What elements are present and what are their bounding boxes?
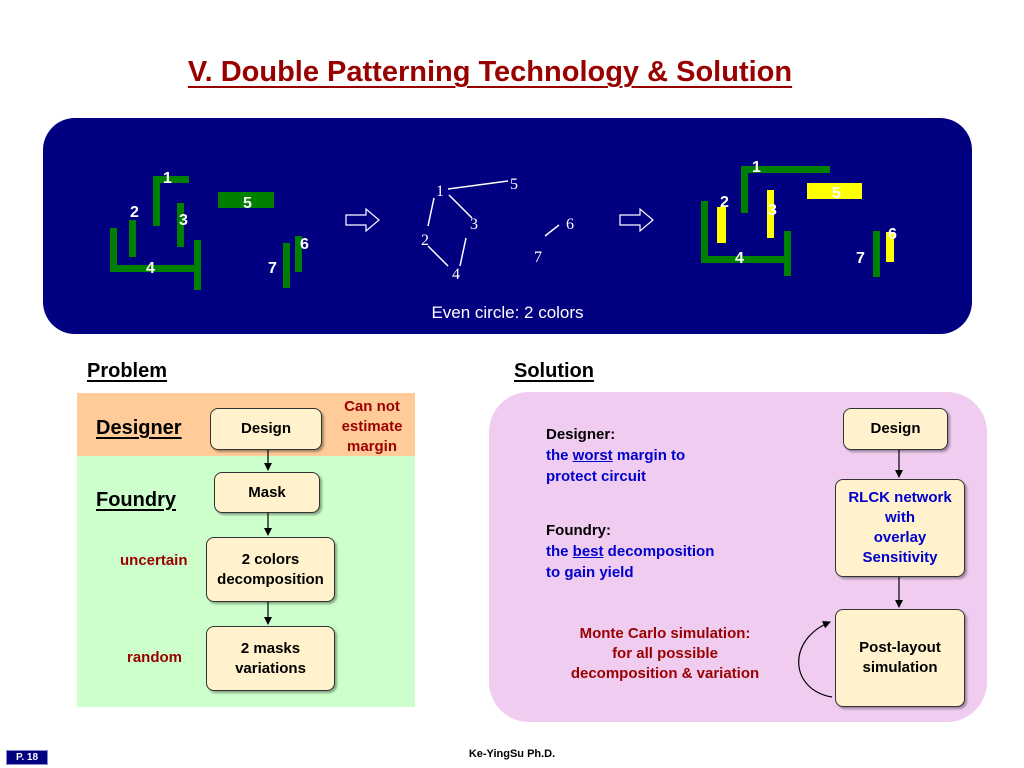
- label-4: 4: [735, 250, 744, 267]
- label-6: 6: [888, 226, 897, 243]
- label-4: 4: [146, 260, 155, 277]
- shape-4-vertical: [701, 201, 708, 256]
- decomposition-text: 2 colors decomposition: [217, 550, 324, 588]
- shape-6: [295, 236, 302, 272]
- shape-5: [218, 192, 274, 208]
- foundry-solution-line2: to gain yield: [546, 564, 634, 581]
- rlck-network-text: RLCK network with overlay Sensitivity: [848, 489, 952, 566]
- post-layout-text: Post-layout simulation: [859, 639, 941, 676]
- shape-1-vertical: [153, 176, 160, 226]
- label-3: 3: [179, 212, 188, 229]
- foundry-solution-text: Foundry: the best decomposition to gain …: [546, 520, 714, 583]
- mask-variations-text: 2 masks variations: [235, 639, 306, 677]
- solution-heading: Solution: [514, 360, 594, 382]
- shape-3: [767, 190, 774, 238]
- decomposed-layout: 1 2 3 4 5 6 7: [701, 159, 897, 277]
- foundry-solution-post: decomposition: [603, 543, 715, 560]
- node-6: 6: [566, 216, 574, 233]
- post-layout-box: Post-layout simulation: [835, 609, 965, 707]
- label-1: 1: [163, 170, 172, 187]
- cannot-estimate-note: Can not estimate margin: [341, 398, 403, 455]
- node-5: 5: [510, 176, 518, 193]
- page-number-badge: P. 18: [6, 750, 48, 765]
- conflict-graph: [427, 180, 560, 267]
- node-1: 1: [436, 183, 444, 200]
- label-3: 3: [768, 202, 777, 219]
- slide-title: V. Double Patterning Technology & Soluti…: [187, 56, 793, 88]
- problem-heading: Problem: [87, 360, 168, 382]
- uncertain-label: uncertain: [120, 552, 188, 569]
- monte-carlo-note: Monte Carlo simulation: for all possible…: [570, 625, 760, 682]
- mask-variations-box: 2 masks variations: [206, 626, 335, 691]
- solution-design-text: Design: [870, 420, 921, 437]
- node-2: 2: [421, 232, 429, 249]
- shape-5: [807, 183, 862, 199]
- graph-labels: 1 2 3 4 5 6 7: [421, 176, 574, 283]
- shape-2: [717, 207, 726, 243]
- random-label: random: [127, 649, 183, 666]
- rlck-network-box: RLCK network with overlay Sensitivity: [835, 479, 965, 577]
- shape-4-horizontal: [701, 256, 785, 263]
- mask-box: Mask: [214, 472, 320, 513]
- designer-label: Designer: [96, 417, 182, 439]
- label-5: 5: [243, 195, 252, 212]
- node-7: 7: [534, 249, 542, 266]
- shape-7: [283, 243, 290, 288]
- right-arrow-icon: [619, 207, 654, 233]
- original-layout: 1 2 3 4 5 6 7: [110, 170, 309, 290]
- node-3: 3: [470, 216, 478, 233]
- foundry-solution-key: best: [572, 543, 604, 560]
- patterning-illustration: 1 2 3 4 5 6 7 1 2 3 4 5 6 7: [110, 159, 897, 290]
- designer-solution-key: worst: [572, 447, 613, 464]
- shape-2: [129, 220, 136, 257]
- footer-author: Ke-YingSu Ph.D.: [468, 748, 556, 760]
- designer-solution-text: Designer: the worst margin to protect ci…: [546, 424, 685, 487]
- decomposition-box: 2 colors decomposition: [206, 537, 335, 602]
- label-1: 1: [752, 159, 761, 176]
- shape-4-vertical: [110, 228, 117, 270]
- designer-solution-head: Designer:: [546, 426, 616, 443]
- label-7: 7: [268, 260, 277, 277]
- shape-4-end: [784, 231, 791, 276]
- label-6: 6: [300, 236, 309, 253]
- shape-7: [873, 231, 880, 277]
- foundry-solution-pre: the: [546, 543, 573, 560]
- problem-design-text: Design: [240, 420, 291, 437]
- shape-4-horizontal: [110, 265, 195, 272]
- solution-design-box: Design: [843, 408, 948, 450]
- mask-text: Mask: [248, 483, 286, 501]
- problem-design-box: Design: [210, 408, 322, 450]
- foundry-label: Foundry: [96, 489, 176, 511]
- shape-3: [177, 203, 184, 247]
- designer-solution-line2: protect circuit: [546, 468, 647, 485]
- label-5: 5: [832, 185, 841, 202]
- label-7: 7: [856, 250, 865, 267]
- node-4: 4: [452, 266, 460, 283]
- right-arrow-icon: [345, 207, 380, 233]
- designer-solution-post: margin to: [612, 447, 686, 464]
- foundry-solution-head: Foundry:: [546, 522, 611, 539]
- shape-1-horizontal: [153, 176, 189, 183]
- shape-1-horizontal: [741, 166, 830, 173]
- banner-caption: Even circle: 2 colors: [431, 303, 584, 322]
- shape-6: [886, 232, 894, 262]
- shape-4-end: [194, 240, 201, 290]
- shape-1-vertical: [741, 166, 748, 213]
- illustration-banner: 1 2 3 4 5 6 7 1 2 3 4 5 6 7: [43, 118, 972, 334]
- label-2: 2: [130, 204, 139, 221]
- designer-solution-pre: the: [546, 447, 573, 464]
- label-2: 2: [720, 194, 729, 211]
